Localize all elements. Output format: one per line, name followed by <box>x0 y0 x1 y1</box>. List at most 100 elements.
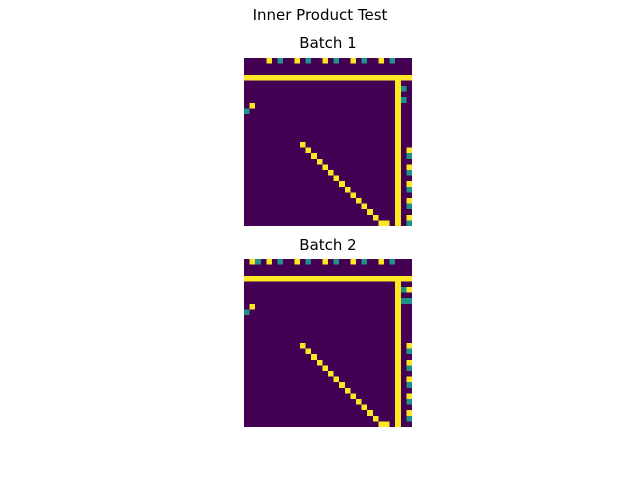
heatmap-cell-r4-c18 <box>344 281 351 288</box>
heatmap-cell-r29-c9 <box>294 421 301 427</box>
heatmap-cell-r27-c3 <box>260 209 267 215</box>
heatmap-cell-r14-c14 <box>322 136 329 143</box>
heatmap-cell-r28-c14 <box>322 214 329 221</box>
heatmap-cell-r5-c27 <box>395 86 401 92</box>
heatmap-cell-r5-c26 <box>389 86 396 92</box>
heatmap-cell-r23-c6 <box>277 387 284 394</box>
heatmap-cell-r28-c2 <box>255 214 261 221</box>
heatmap-cell-r14-c7 <box>283 337 289 344</box>
heatmap-cell-r26-c18 <box>344 203 351 210</box>
heatmap-cell-r6-c21 <box>361 292 368 299</box>
heatmap-cell-r18-c2 <box>255 158 261 165</box>
heatmap-cell-r12-c3 <box>260 326 267 332</box>
heatmap-cell-r16-c21 <box>361 147 368 154</box>
heatmap-cell-r16-c9 <box>294 348 301 355</box>
heatmap-cell-r24-c11 <box>305 393 312 400</box>
heatmap-cell-r26-c11 <box>305 203 312 210</box>
heatmap-cell-r10-c17 <box>339 114 345 120</box>
heatmap-cell-r26-c6 <box>277 404 284 411</box>
heatmap-cell-r28-c29 <box>406 415 412 422</box>
heatmap-cell-r6-c9 <box>294 292 301 299</box>
heatmap-cell-r16-c18 <box>344 147 351 154</box>
heatmap-cell-r9-c4 <box>266 108 273 115</box>
heatmap-cell-r11-c19 <box>350 119 357 126</box>
heatmap-cell-r7-c23 <box>372 298 379 304</box>
heatmap-cell-r8-c1 <box>249 303 256 310</box>
heatmap-cell-r1-c14 <box>322 264 329 271</box>
heatmap-cell-r14-c1 <box>249 136 256 143</box>
heatmap-cell-r22-c26 <box>389 382 396 388</box>
heatmap-cell-r23-c17 <box>339 387 345 394</box>
heatmap-cell-r0-c4 <box>266 58 273 64</box>
heatmap-cell-r10-c14 <box>322 114 329 120</box>
heatmap-cell-r27-c18 <box>344 410 351 416</box>
heatmap-cell-r19-c5 <box>272 164 278 171</box>
heatmap-cell-r12-c19 <box>350 326 357 332</box>
heatmap-cell-r19-c2 <box>255 365 261 372</box>
heatmap-cell-r28-c5 <box>272 214 278 221</box>
heatmap-cell-r0-c12 <box>311 58 317 64</box>
heatmap-cell-r17-c5 <box>272 153 278 159</box>
heatmap-cell-r11-c7 <box>283 119 289 126</box>
heatmap-cell-r28-c8 <box>288 415 295 422</box>
heatmap-cell-r29-c19 <box>350 220 357 226</box>
heatmap-cell-r22-c23 <box>372 181 379 187</box>
heatmap-cell-r24-c14 <box>322 393 329 400</box>
heatmap-cell-r17-c29 <box>406 354 412 360</box>
heatmap-cell-r14-c18 <box>344 136 351 143</box>
heatmap-cell-r16-c12 <box>311 147 317 154</box>
heatmap-cell-r27-c13 <box>316 209 323 215</box>
heatmap-cell-r8-c23 <box>372 303 379 310</box>
heatmap-cell-r7-c2 <box>255 97 261 103</box>
heatmap-cell-r13-c5 <box>272 130 278 137</box>
heatmap-cell-r24-c17 <box>339 393 345 400</box>
heatmap-cell-r7-c15 <box>328 97 334 103</box>
heatmap-cell-r8-c15 <box>328 102 334 109</box>
heatmap-cell-r29-c24 <box>378 421 385 427</box>
heatmap-cell-r3-c7 <box>283 74 289 81</box>
heatmap-cell-r15-c23 <box>372 343 379 349</box>
heatmap-cell-r7-c8 <box>288 298 295 304</box>
heatmap-cell-r1-c22 <box>367 63 373 70</box>
heatmap-cell-r17-c22 <box>367 153 373 159</box>
heatmap-cell-r3-c12 <box>311 275 317 282</box>
heatmap-cell-r18-c23 <box>372 158 379 165</box>
heatmap-cell-r26-c0 <box>244 404 250 411</box>
heatmap-cell-r9-c18 <box>344 309 351 316</box>
heatmap-cell-r21-c20 <box>356 376 362 383</box>
heatmap-cell-r15-c23 <box>372 142 379 148</box>
heatmap-cell-r4-c3 <box>260 80 267 87</box>
heatmap-cell-r20-c11 <box>305 170 312 176</box>
heatmap-cell-r10-c24 <box>378 315 385 321</box>
heatmap-cell-r17-c28 <box>400 153 407 159</box>
heatmap-cell-r14-c28 <box>400 136 407 143</box>
heatmap-cell-r10-c18 <box>344 315 351 321</box>
heatmap-cell-r13-c17 <box>339 331 345 338</box>
heatmap-cell-r24-c21 <box>361 192 368 199</box>
heatmap-cell-r6-c14 <box>322 292 329 299</box>
heatmap-cell-r20-c1 <box>249 170 256 176</box>
heatmap-cell-r9-c11 <box>305 108 312 115</box>
heatmap-cell-r28-c13 <box>316 415 323 422</box>
heatmap-cell-r18-c19 <box>350 158 357 165</box>
heatmap-cell-r25-c22 <box>367 198 373 204</box>
heatmap-cell-r15-c4 <box>266 142 273 148</box>
heatmap-cell-r10-c12 <box>311 114 317 120</box>
heatmap-cell-r20-c10 <box>300 170 306 176</box>
heatmap-cell-r13-c18 <box>344 331 351 338</box>
heatmap-cell-r16-c9 <box>294 147 301 154</box>
heatmap-cell-r5-c15 <box>328 287 334 293</box>
heatmap-cell-r5-c27 <box>395 287 401 293</box>
heatmap-cell-r27-c24 <box>378 410 385 416</box>
heatmap-cell-r23-c25 <box>384 186 390 193</box>
heatmap-cell-r27-c5 <box>272 209 278 215</box>
heatmap-cell-r21-c11 <box>305 175 312 182</box>
heatmap-cell-r12-c18 <box>344 125 351 131</box>
heatmap-cell-r6-c6 <box>277 292 284 299</box>
heatmap-cell-r27-c7 <box>283 410 289 416</box>
heatmap-cell-r16-c27 <box>395 348 401 355</box>
heatmap-cell-r18-c19 <box>350 359 357 366</box>
heatmap-cell-r17-c14 <box>322 354 329 360</box>
heatmap-cell-r21-c4 <box>266 175 273 182</box>
heatmap-cell-r22-c10 <box>300 181 306 187</box>
